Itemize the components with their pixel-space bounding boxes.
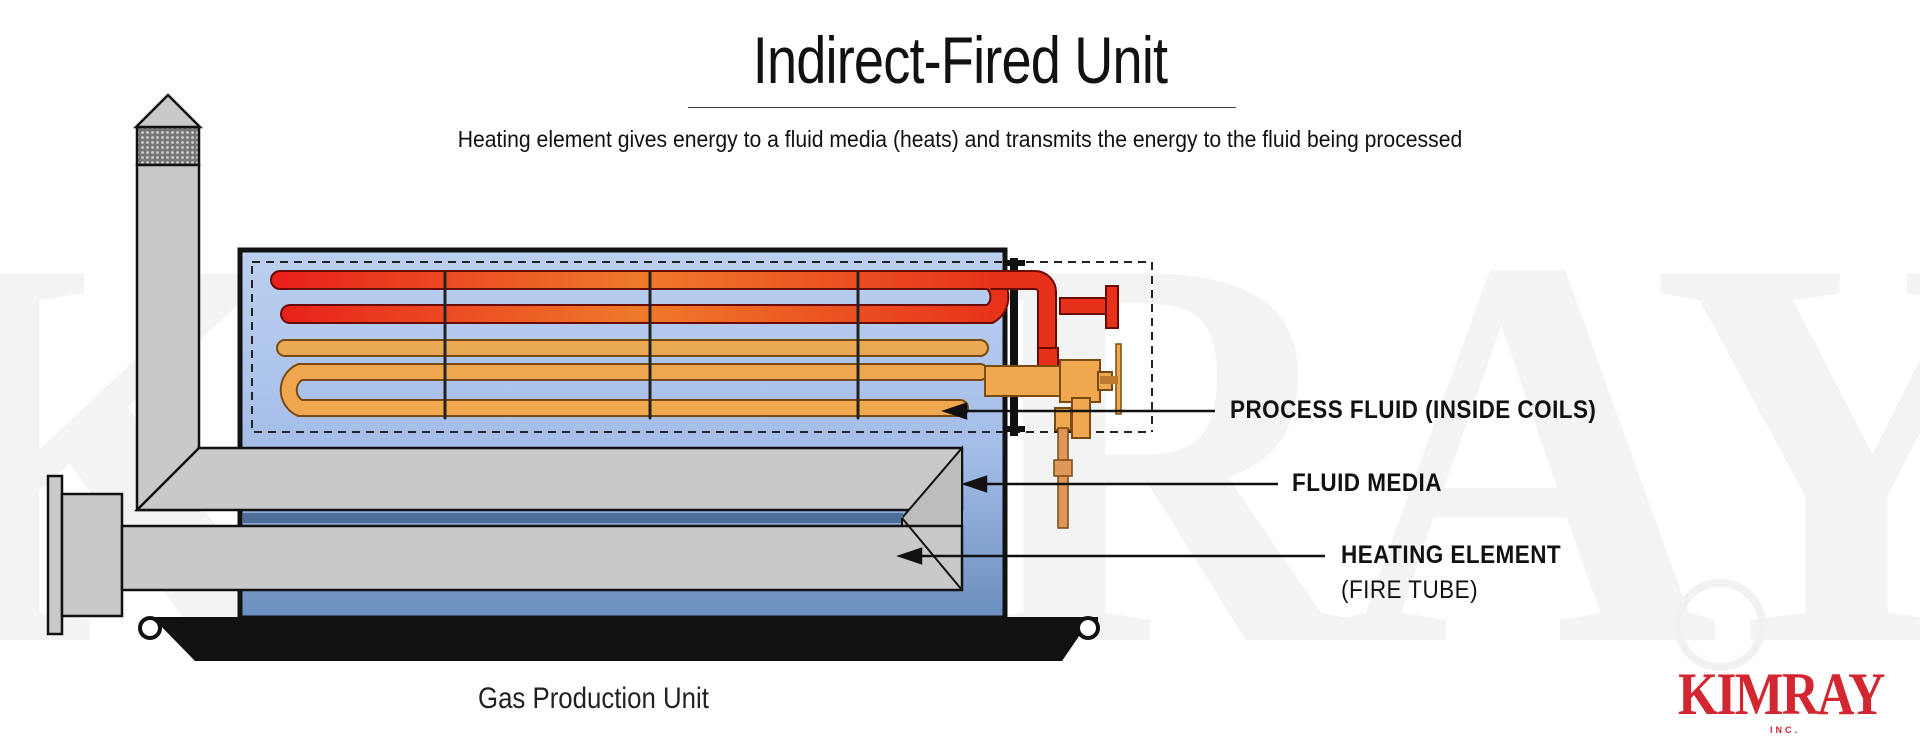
kimray-logo: KIMRAY xyxy=(1678,661,1885,727)
callout-lines xyxy=(896,402,1325,565)
fire-tube xyxy=(46,474,964,636)
title-underline xyxy=(688,107,1236,108)
callout-heating-element-sub: (FIRE TUBE) xyxy=(1341,576,1479,604)
base-skid xyxy=(138,616,1100,661)
exhaust-stack xyxy=(132,93,204,512)
valve-assembly xyxy=(984,343,1122,529)
page-subtitle: Heating element gives energy to a fluid … xyxy=(457,126,1463,152)
page-title: Indirect-Fired Unit xyxy=(752,23,1168,97)
kimray-logo-inc: INC. xyxy=(1770,725,1800,735)
callout-fluid-media: FLUID MEDIA xyxy=(1292,469,1442,497)
callout-process-fluid: PROCESS FLUID (INSIDE COILS) xyxy=(1230,396,1597,424)
diagram-caption: Gas Production Unit xyxy=(478,682,709,715)
callout-heating-element: HEATING ELEMENT xyxy=(1341,541,1562,569)
outlet-piping xyxy=(990,270,1119,367)
